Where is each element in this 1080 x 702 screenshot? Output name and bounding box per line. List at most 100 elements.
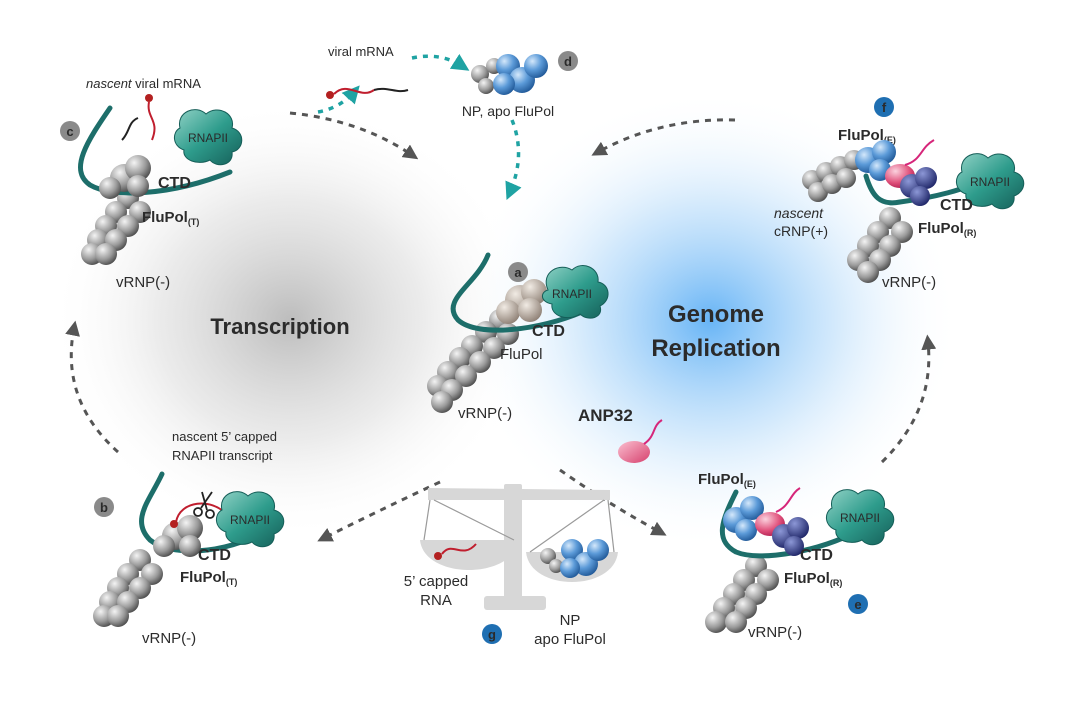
- ctd-b-label: CTD: [198, 547, 231, 564]
- capped-rna-g: [441, 543, 477, 555]
- crnp-helix-f: [802, 150, 864, 202]
- rnapii-c-shape: [174, 109, 243, 166]
- badge-d: [558, 51, 578, 71]
- viral-mrna-tail: [373, 87, 409, 93]
- badge-c-label: c: [66, 124, 73, 139]
- vrnp-e-label: vRNP(-): [748, 624, 802, 641]
- capped-rna-line2: RNA: [420, 592, 452, 609]
- flupol-e-e: [723, 496, 764, 541]
- vrnp-b-label: vRNP(-): [142, 630, 196, 647]
- anp32-molecule: [618, 441, 650, 463]
- arrow-c-to-a: [289, 111, 419, 160]
- viral-mrna-cap: [326, 91, 334, 99]
- vrna-strand-c: [78, 105, 233, 196]
- rnapii-b-label: RNAPII: [230, 513, 270, 527]
- np-apo-flupol-d: [471, 54, 548, 95]
- flupol-a-label: FluPol: [500, 346, 543, 363]
- arrow-e-to-f: [880, 334, 937, 464]
- rnapii-f-label: RNAPII: [970, 175, 1010, 189]
- rnapii-a-shape: [542, 265, 609, 319]
- badge-d-label: d: [564, 54, 572, 69]
- anp32-label: ANP32: [578, 406, 633, 425]
- anp32-tail-e: [775, 487, 801, 513]
- crnp-f-label: cRNP(+): [774, 223, 828, 239]
- badge-c: [60, 121, 80, 141]
- arrow-c-to-mrna: [317, 85, 360, 114]
- transcript-cap-b: [170, 520, 178, 528]
- panel-g: ANP32 5’ capped RNA NP apo Fl: [404, 406, 663, 648]
- panel-b: nascent 5’ capped RNAPII transcript RNAP…: [93, 429, 285, 647]
- np-line1: NP: [560, 612, 581, 629]
- vrnp-helix-f: [847, 207, 913, 283]
- panel-b-caption-line2: RNAPII transcript: [172, 448, 273, 463]
- nascent-f-label: nascent: [774, 205, 824, 221]
- vrnp-helix-e: [705, 555, 779, 633]
- arrow-mrna-to-d: [411, 53, 470, 71]
- panel-b-caption-line1: nascent 5’ capped: [172, 429, 277, 444]
- vrnp-c-label: vRNP(-): [116, 274, 170, 291]
- badge-b: [94, 497, 114, 517]
- flupol-r-f-label: FluPol(R): [918, 220, 976, 238]
- vrnp-helix-b: [93, 549, 163, 627]
- rnapii-b-shape: [216, 491, 285, 548]
- nascent-mrna-cap-c: [145, 94, 153, 102]
- transcription-glow: [50, 100, 530, 540]
- arrow-f-to-a: [591, 118, 736, 156]
- vrna-strand-b: [139, 471, 271, 554]
- flupol-e-f-label: FluPol(E): [838, 127, 896, 145]
- scale-strings: [423, 499, 615, 553]
- badge-a-label: a: [514, 265, 522, 280]
- ctd-c-label: CTD: [158, 175, 191, 192]
- np-apo-flupol-caption: NP, apo FluPol: [462, 103, 554, 119]
- badge-b-label: b: [100, 500, 108, 515]
- rnapii-a-label: RNAPII: [552, 287, 592, 301]
- rnapii-e-label: RNAPII: [840, 511, 880, 525]
- rnapii-f-shape: [956, 153, 1025, 210]
- panel-c-caption: nascent viral mRNA: [86, 76, 201, 91]
- balance-scale: [420, 484, 618, 610]
- ctd-f-label: CTD: [940, 197, 973, 214]
- np-apo-flupol-g: [540, 539, 609, 578]
- nascent-mrna-c: [147, 101, 156, 141]
- badge-e-label: e: [854, 597, 861, 612]
- vrna-strand-a: [450, 252, 585, 333]
- viral-mrna-label: viral mRNA: [328, 44, 394, 59]
- anp32-tail-f: [904, 139, 935, 166]
- flupol-b-label: FluPol(T): [180, 569, 237, 587]
- badge-g-label: g: [488, 627, 496, 642]
- flupol-a: [496, 279, 547, 324]
- vrnp-f-label: vRNP(-): [882, 274, 936, 291]
- replication-title-line1: Genome: [668, 301, 764, 328]
- flupol-r-f: [900, 167, 937, 206]
- panel-d: viral mRNA NP, apo FluPol d: [326, 44, 578, 119]
- flupol-c: [99, 155, 151, 199]
- cycle-arrows: [65, 111, 937, 542]
- ctd-e-label: CTD: [800, 547, 833, 564]
- badge-e: [848, 594, 868, 614]
- badge-g: [482, 624, 502, 644]
- panel-f: f FluPol(E): [774, 97, 1025, 291]
- capped-rna-line1: 5’ capped: [404, 573, 469, 590]
- scissors-icon: [193, 491, 215, 519]
- flupol-e-e-label: FluPol(E): [698, 471, 756, 489]
- panel-e: FluPol(E) RNAPII CTD FluPol(R): [698, 471, 895, 641]
- np-line2: apo FluPol: [534, 631, 606, 648]
- vrnp-a-label: vRNP(-): [458, 405, 512, 422]
- panel-c: nascent viral mRNA RNAPII CTD FluPol(T) …: [60, 76, 243, 291]
- flupol-r-e-label: FluPol(R): [784, 570, 842, 588]
- arrow-g-to-b: [317, 480, 441, 542]
- rnapii-e-shape: [826, 489, 895, 546]
- arrow-b-to-c: [65, 320, 120, 454]
- flupol-r-e: [772, 517, 809, 556]
- anp32-molecule-tail: [643, 419, 663, 445]
- badge-f: [874, 97, 894, 117]
- viral-mrna-strand: [333, 87, 375, 95]
- arrow-g-to-e: [559, 468, 667, 536]
- flupol-b: [153, 515, 203, 557]
- replication-glow: [460, 90, 960, 550]
- replication-title-line2: Replication: [651, 335, 780, 362]
- flupol-c-label: FluPol(T): [142, 209, 199, 227]
- transcription-title: Transcription: [210, 314, 349, 339]
- badge-a: [508, 262, 528, 282]
